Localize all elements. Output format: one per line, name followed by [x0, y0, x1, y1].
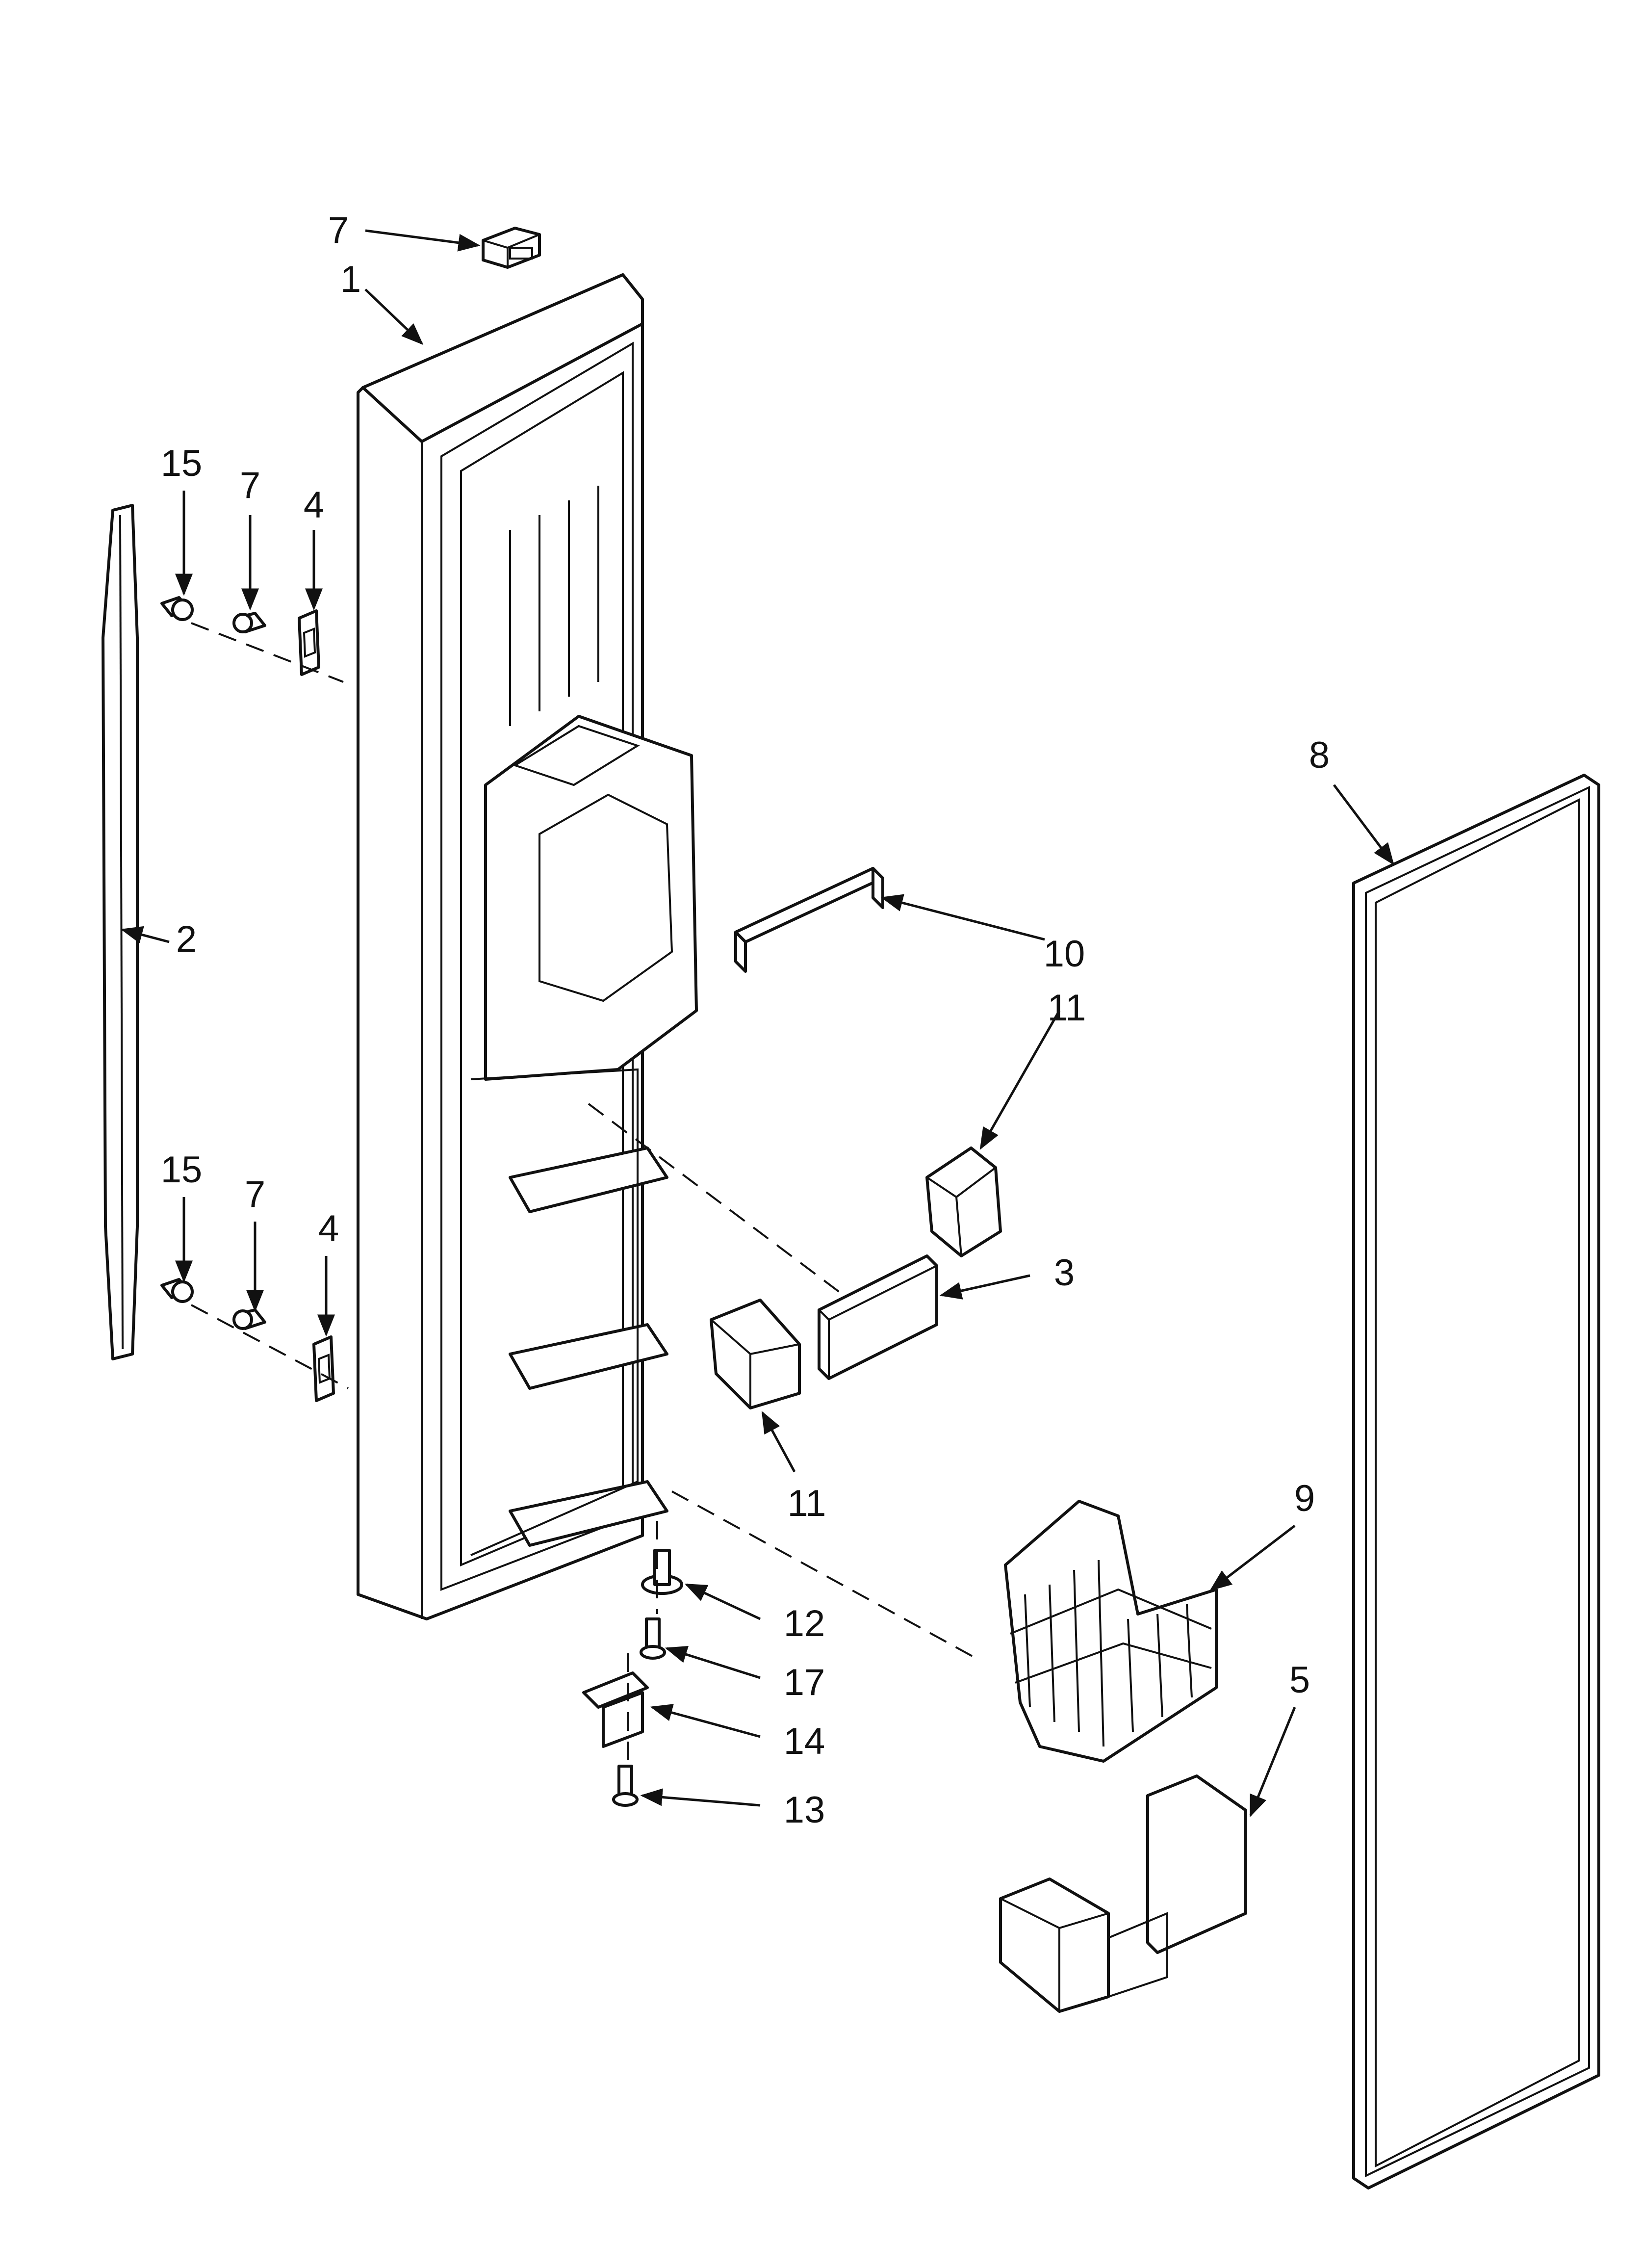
part-4-clip-top — [298, 609, 320, 676]
part-6-cap — [482, 227, 541, 269]
callout-8: 8 — [1309, 734, 1330, 776]
callout-7-bottom: 7 — [245, 1173, 265, 1215]
callout-17: 17 — [784, 1662, 825, 1703]
callout-11-upper: 11 — [1048, 987, 1086, 1029]
part-15-screw-top — [160, 596, 194, 621]
leader-arrows — [120, 229, 1394, 1818]
part-9-basket — [1004, 1500, 1218, 1763]
part-4-clip-bottom — [312, 1335, 335, 1402]
callout-6: 7 — [328, 209, 349, 251]
part-7-screw-bottom — [232, 1308, 266, 1330]
part-11-paddle-upper — [925, 1147, 1002, 1257]
alignment-lines — [191, 622, 976, 1761]
part-5-bin — [999, 1774, 1247, 2013]
callout-15-bottom: 15 — [161, 1149, 203, 1191]
callout-11-lower: 11 — [788, 1483, 826, 1524]
callout-9: 9 — [1294, 1478, 1315, 1519]
callout-15-top: 15 — [161, 443, 203, 484]
part-17-screw — [640, 1617, 666, 1660]
part-15-screw-bottom — [160, 1278, 194, 1303]
part-13-screw — [612, 1765, 639, 1807]
callout-3: 3 — [1054, 1252, 1075, 1294]
callout-13: 13 — [784, 1789, 825, 1831]
part-14-bracket — [582, 1671, 649, 1748]
part-11-paddle-lower — [710, 1299, 801, 1409]
callout-2: 2 — [176, 918, 197, 960]
part-1-door — [357, 273, 698, 1620]
callout-4-top: 4 — [304, 484, 324, 526]
callout-14: 14 — [784, 1721, 825, 1762]
callout-7-top: 7 — [240, 465, 260, 506]
part-12-hinge-pin — [641, 1549, 683, 1595]
part-10-rail — [734, 867, 884, 973]
callout-1: 1 — [340, 259, 361, 300]
callout-5: 5 — [1289, 1659, 1310, 1701]
part-7-screw-top — [232, 612, 266, 633]
callout-4-bottom: 4 — [318, 1208, 339, 1250]
callout-12: 12 — [784, 1603, 825, 1644]
callout-10: 10 — [1044, 933, 1085, 975]
part-8-gasket — [1352, 774, 1600, 2190]
callout-labels: 7 1 15 7 4 2 15 7 4 10 11 3 11 12 17 14 … — [161, 209, 1330, 1831]
part-3-plate — [818, 1254, 938, 1380]
